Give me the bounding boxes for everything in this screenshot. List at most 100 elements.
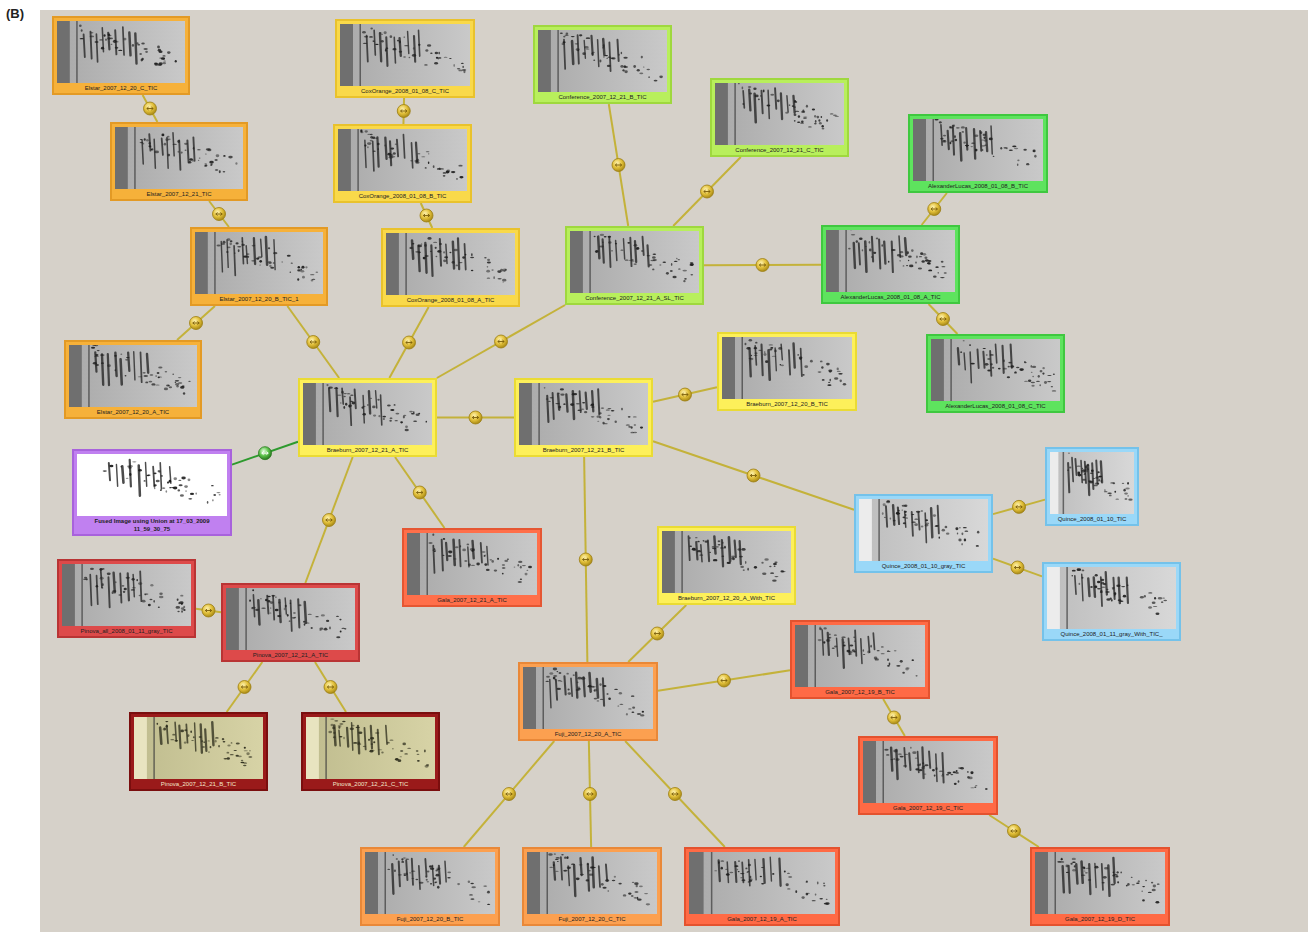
gel-spot [573, 674, 575, 675]
gel-streak [386, 726, 387, 745]
gel-spot [242, 241, 243, 242]
gel-spot [670, 270, 673, 272]
gel-spot [1103, 583, 1106, 585]
gel-spot [464, 560, 467, 561]
gel-spot [178, 377, 181, 378]
gel-spot [614, 689, 618, 690]
gel-spot [586, 48, 590, 49]
gel-spot [592, 52, 595, 53]
gel-spot [737, 548, 741, 550]
handle-arrows [615, 164, 621, 167]
gel-streak [147, 354, 148, 373]
gel-spot [916, 675, 918, 676]
gel-streak [893, 505, 894, 525]
gel-streak [186, 724, 187, 742]
gel-streak [630, 238, 631, 266]
gel-spot [394, 404, 396, 406]
handle-circle [579, 553, 592, 566]
gel-thumbnail [69, 345, 197, 407]
gel-spot [982, 149, 984, 150]
gel-spot [381, 40, 384, 42]
gel-spot [774, 576, 778, 577]
gel-spot [1151, 882, 1153, 884]
gel-spot [416, 159, 419, 162]
gel-ground [134, 717, 263, 779]
gel-streak [564, 676, 565, 694]
gel-spot [308, 614, 312, 615]
gel-streak [550, 679, 551, 707]
link-line [989, 815, 1039, 847]
gel-spot [887, 658, 889, 661]
gel-spot [1142, 886, 1145, 887]
gel-spot [615, 420, 617, 422]
gel-spot [566, 33, 569, 35]
image-name: CoxOrange_2008_01_08_C_TIC [340, 86, 470, 95]
gel-spot [364, 36, 368, 38]
gel-spot [1144, 595, 1146, 598]
gel-spot [964, 539, 966, 542]
gel-spot [819, 122, 822, 124]
image-name: AlexanderLucas_2008_01_08_C_TIC [931, 401, 1060, 410]
handle-arrows [583, 558, 589, 561]
gel-spot [227, 238, 231, 241]
gel-spot [462, 66, 464, 68]
gel-spot [921, 766, 925, 769]
gel-streak [205, 729, 206, 751]
gel-streak [258, 600, 259, 624]
gel-line [543, 667, 545, 729]
gel-spot [83, 579, 87, 580]
gel-spot [125, 359, 128, 360]
gel-streak [336, 388, 337, 416]
gel-spot [298, 604, 301, 606]
gel-spot [471, 549, 473, 551]
gel-line [153, 717, 155, 779]
gel-spot [1156, 901, 1160, 904]
image-name: Braeburn_2007_12_20_A_With_TIC [662, 593, 791, 602]
image-name: CoxOrange_2008_01_08_B_TIC [338, 191, 467, 200]
gel-spot [1121, 586, 1125, 587]
gel-streak [418, 246, 419, 271]
gel-spot [1101, 580, 1104, 581]
gel-spot [371, 743, 374, 745]
gel-spot [1148, 592, 1152, 593]
gel-streak [1063, 866, 1064, 892]
gel-streak [905, 511, 906, 527]
gel-line [589, 231, 591, 293]
gel-streak [884, 242, 885, 264]
gel-spot [458, 165, 462, 167]
gel-spot [223, 741, 226, 743]
gel-line [734, 83, 736, 145]
gel-spot [507, 559, 509, 560]
gel-streak [828, 633, 829, 655]
gel-spots [953, 339, 1056, 392]
image-node: CoxOrange_2008_01_08_A_TIC [381, 228, 520, 307]
gel-spot [592, 686, 596, 687]
gel-ground [226, 588, 355, 650]
gel-ground [662, 531, 791, 593]
gel-spot [99, 39, 103, 40]
gel-spot [1090, 586, 1093, 588]
gel-spot [1142, 899, 1145, 901]
gel-spot [486, 569, 490, 571]
gel-streak [108, 354, 109, 385]
gel-spot [181, 603, 183, 605]
gel-spot [90, 568, 94, 570]
handle-arrows [891, 716, 897, 719]
gel-spot [271, 595, 275, 597]
gel-spots [409, 237, 506, 282]
gel-line [933, 119, 935, 181]
gel-thumbnail [365, 852, 495, 914]
gel-spot [243, 765, 247, 767]
gel-spot [548, 401, 551, 402]
gel-spot [934, 774, 936, 776]
gel-spot [167, 51, 171, 54]
gel-spot [1104, 867, 1109, 870]
gel-spot [935, 525, 938, 527]
gel-spot [373, 151, 376, 152]
gel-spot [404, 753, 408, 754]
gel-spot [1060, 861, 1064, 863]
gel-spot [172, 734, 175, 736]
gel-spot [343, 396, 345, 397]
gel-spot [904, 754, 907, 755]
gel-spot [558, 406, 561, 409]
